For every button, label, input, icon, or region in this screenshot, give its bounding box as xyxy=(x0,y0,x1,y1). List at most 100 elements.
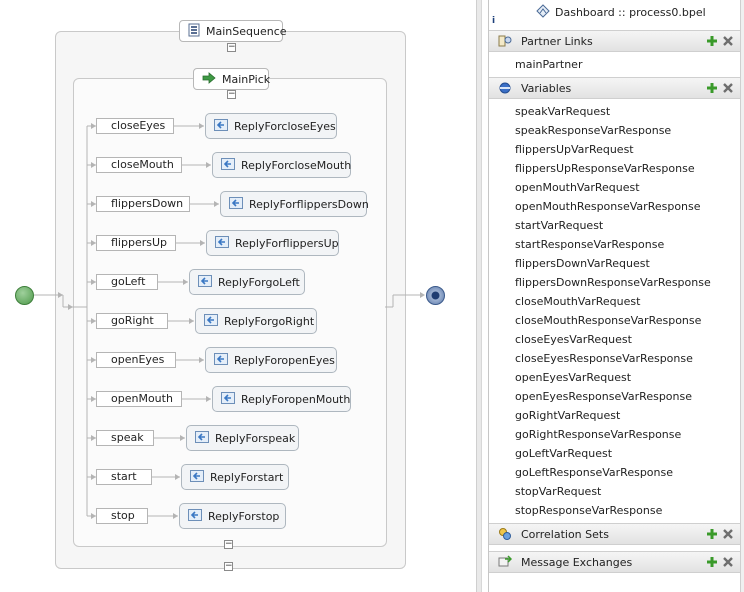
variable-item[interactable]: speakVarRequest xyxy=(515,104,610,120)
reply-start[interactable]: ReplyForstart xyxy=(181,464,289,490)
reply-openMouth[interactable]: ReplyForopenMouth xyxy=(212,386,351,412)
variable-item[interactable]: stopVarRequest xyxy=(515,484,601,500)
reply-label: ReplyForflippersUp xyxy=(235,237,339,250)
variable-item[interactable]: closeMouthVarRequest xyxy=(515,294,640,310)
reply-icon xyxy=(188,509,202,524)
sequence-bottom-collapse-toggle[interactable]: − xyxy=(224,562,233,571)
variable-item[interactable]: openEyesResponseVarResponse xyxy=(515,389,692,405)
variable-item[interactable]: goLeftResponseVarResponse xyxy=(515,465,673,481)
reply-icon xyxy=(195,431,209,446)
pick-icon xyxy=(202,72,216,87)
branch-arrow xyxy=(206,162,211,168)
on-message-speak[interactable]: speak xyxy=(96,430,154,446)
on-message-flippersDown[interactable]: flippersDown xyxy=(96,196,190,212)
on-message-openEyes[interactable]: openEyes xyxy=(96,352,176,368)
reply-openEyes[interactable]: ReplyForopenEyes xyxy=(205,347,337,373)
delete-correlation-set-icon[interactable] xyxy=(722,528,734,540)
variable-item[interactable]: goRightVarRequest xyxy=(515,408,620,424)
branch-arrow xyxy=(173,513,178,519)
variable-item[interactable]: stopResponseVarResponse xyxy=(515,503,662,519)
variables-label: Variables xyxy=(521,82,706,95)
bpel-design-canvas[interactable]: MainSequence − MainPick − closeEyesReply… xyxy=(0,0,476,592)
variable-item[interactable]: speakResponseVarResponse xyxy=(515,123,671,139)
branch-arrow xyxy=(175,474,180,480)
delete-partner-link-icon[interactable] xyxy=(722,35,734,47)
correlation-sets-icon xyxy=(497,526,513,542)
on-message-start[interactable]: start xyxy=(96,469,152,485)
main-sequence-label[interactable]: MainSequence xyxy=(179,20,283,42)
reply-icon xyxy=(214,119,228,134)
panel-splitter[interactable] xyxy=(476,0,482,592)
reply-goLeft[interactable]: ReplyForgoLeft xyxy=(189,269,305,295)
end-arrow xyxy=(420,292,425,298)
on-message-goLeft[interactable]: goLeft xyxy=(96,274,158,290)
reply-icon xyxy=(190,470,204,485)
pick-bottom-collapse-toggle[interactable]: − xyxy=(224,540,233,549)
reply-label: ReplyForopenEyes xyxy=(234,354,335,367)
reply-goRight[interactable]: ReplyForgoRight xyxy=(195,308,317,334)
add-correlation-set-icon[interactable] xyxy=(706,528,718,540)
branch-arrow xyxy=(200,240,205,246)
reply-label: ReplyForstop xyxy=(208,510,279,523)
variables-header[interactable]: Variables xyxy=(489,77,740,99)
reply-flippersDown[interactable]: ReplyForflippersDown xyxy=(220,191,367,217)
reply-flippersUp[interactable]: ReplyForflippersUp xyxy=(206,230,339,256)
branch-arrow xyxy=(206,396,211,402)
reply-label: ReplyForgoLeft xyxy=(218,276,300,289)
partner-links-header[interactable]: Partner Links xyxy=(489,30,740,52)
process-start-node[interactable] xyxy=(15,286,34,305)
reply-icon xyxy=(214,353,228,368)
on-message-closeMouth[interactable]: closeMouth xyxy=(96,157,182,173)
variable-item[interactable]: goRightResponseVarResponse xyxy=(515,427,681,443)
reply-stop[interactable]: ReplyForstop xyxy=(179,503,286,529)
variable-item[interactable]: flippersUpResponseVarResponse xyxy=(515,161,695,177)
partner-link-item[interactable]: mainPartner xyxy=(515,57,582,73)
variable-item[interactable]: flippersUpVarRequest xyxy=(515,142,634,158)
reply-label: ReplyForspeak xyxy=(215,432,295,445)
add-partner-link-icon[interactable] xyxy=(706,35,718,47)
partner-links-icon xyxy=(497,33,513,49)
variable-item[interactable]: closeEyesResponseVarResponse xyxy=(515,351,693,367)
reply-label: ReplyForstart xyxy=(210,471,283,484)
info-icon: i xyxy=(492,16,495,26)
on-message-closeEyes[interactable]: closeEyes xyxy=(96,118,174,134)
variable-item[interactable]: goLeftVarRequest xyxy=(515,446,612,462)
reply-closeMouth[interactable]: ReplyForcloseMouth xyxy=(212,152,351,178)
reply-label: ReplyForcloseMouth xyxy=(241,159,351,172)
main-pick-label[interactable]: MainPick xyxy=(193,68,269,90)
reply-icon xyxy=(215,236,229,251)
variable-item[interactable]: flippersDownResponseVarResponse xyxy=(515,275,711,291)
variable-item[interactable]: closeEyesVarRequest xyxy=(515,332,632,348)
message-exchanges-header[interactable]: Message Exchanges xyxy=(489,551,740,573)
variable-item[interactable]: closeMouthResponseVarResponse xyxy=(515,313,701,329)
on-message-goRight[interactable]: goRight xyxy=(96,313,168,329)
process-end-node[interactable] xyxy=(426,286,445,305)
partner-links-label: Partner Links xyxy=(521,35,706,48)
reply-closeEyes[interactable]: ReplyForcloseEyes xyxy=(205,113,337,139)
reply-speak[interactable]: ReplyForspeak xyxy=(186,425,299,451)
dashboard-link[interactable]: Dashboard :: process0.bpel xyxy=(536,4,706,20)
main-pick-name: MainPick xyxy=(222,73,270,86)
branch-arrow xyxy=(199,357,204,363)
pick-collapse-toggle[interactable]: − xyxy=(227,90,236,99)
main-sequence-name: MainSequence xyxy=(206,25,287,38)
delete-variable-icon[interactable] xyxy=(722,82,734,94)
variable-item[interactable]: openEyesVarRequest xyxy=(515,370,631,386)
on-message-flippersUp[interactable]: flippersUp xyxy=(96,235,176,251)
variable-item[interactable]: openMouthResponseVarResponse xyxy=(515,199,701,215)
message-exchanges-icon xyxy=(497,554,513,570)
variable-item[interactable]: openMouthVarRequest xyxy=(515,180,640,196)
sequence-collapse-toggle[interactable]: − xyxy=(227,43,236,52)
variable-item[interactable]: flippersDownVarRequest xyxy=(515,256,650,272)
on-message-stop[interactable]: stop xyxy=(96,508,148,524)
dashboard-label: Dashboard :: process0.bpel xyxy=(555,6,706,19)
add-variable-icon[interactable] xyxy=(706,82,718,94)
variable-item[interactable]: startVarRequest xyxy=(515,218,603,234)
correlation-sets-header[interactable]: Correlation Sets xyxy=(489,523,740,545)
panel-scrollbar-track[interactable] xyxy=(740,0,744,592)
variable-item[interactable]: startResponseVarResponse xyxy=(515,237,664,253)
on-message-openMouth[interactable]: openMouth xyxy=(96,391,182,407)
delete-message-exchange-icon[interactable] xyxy=(722,556,734,568)
sequence-icon xyxy=(188,23,200,40)
add-message-exchange-icon[interactable] xyxy=(706,556,718,568)
